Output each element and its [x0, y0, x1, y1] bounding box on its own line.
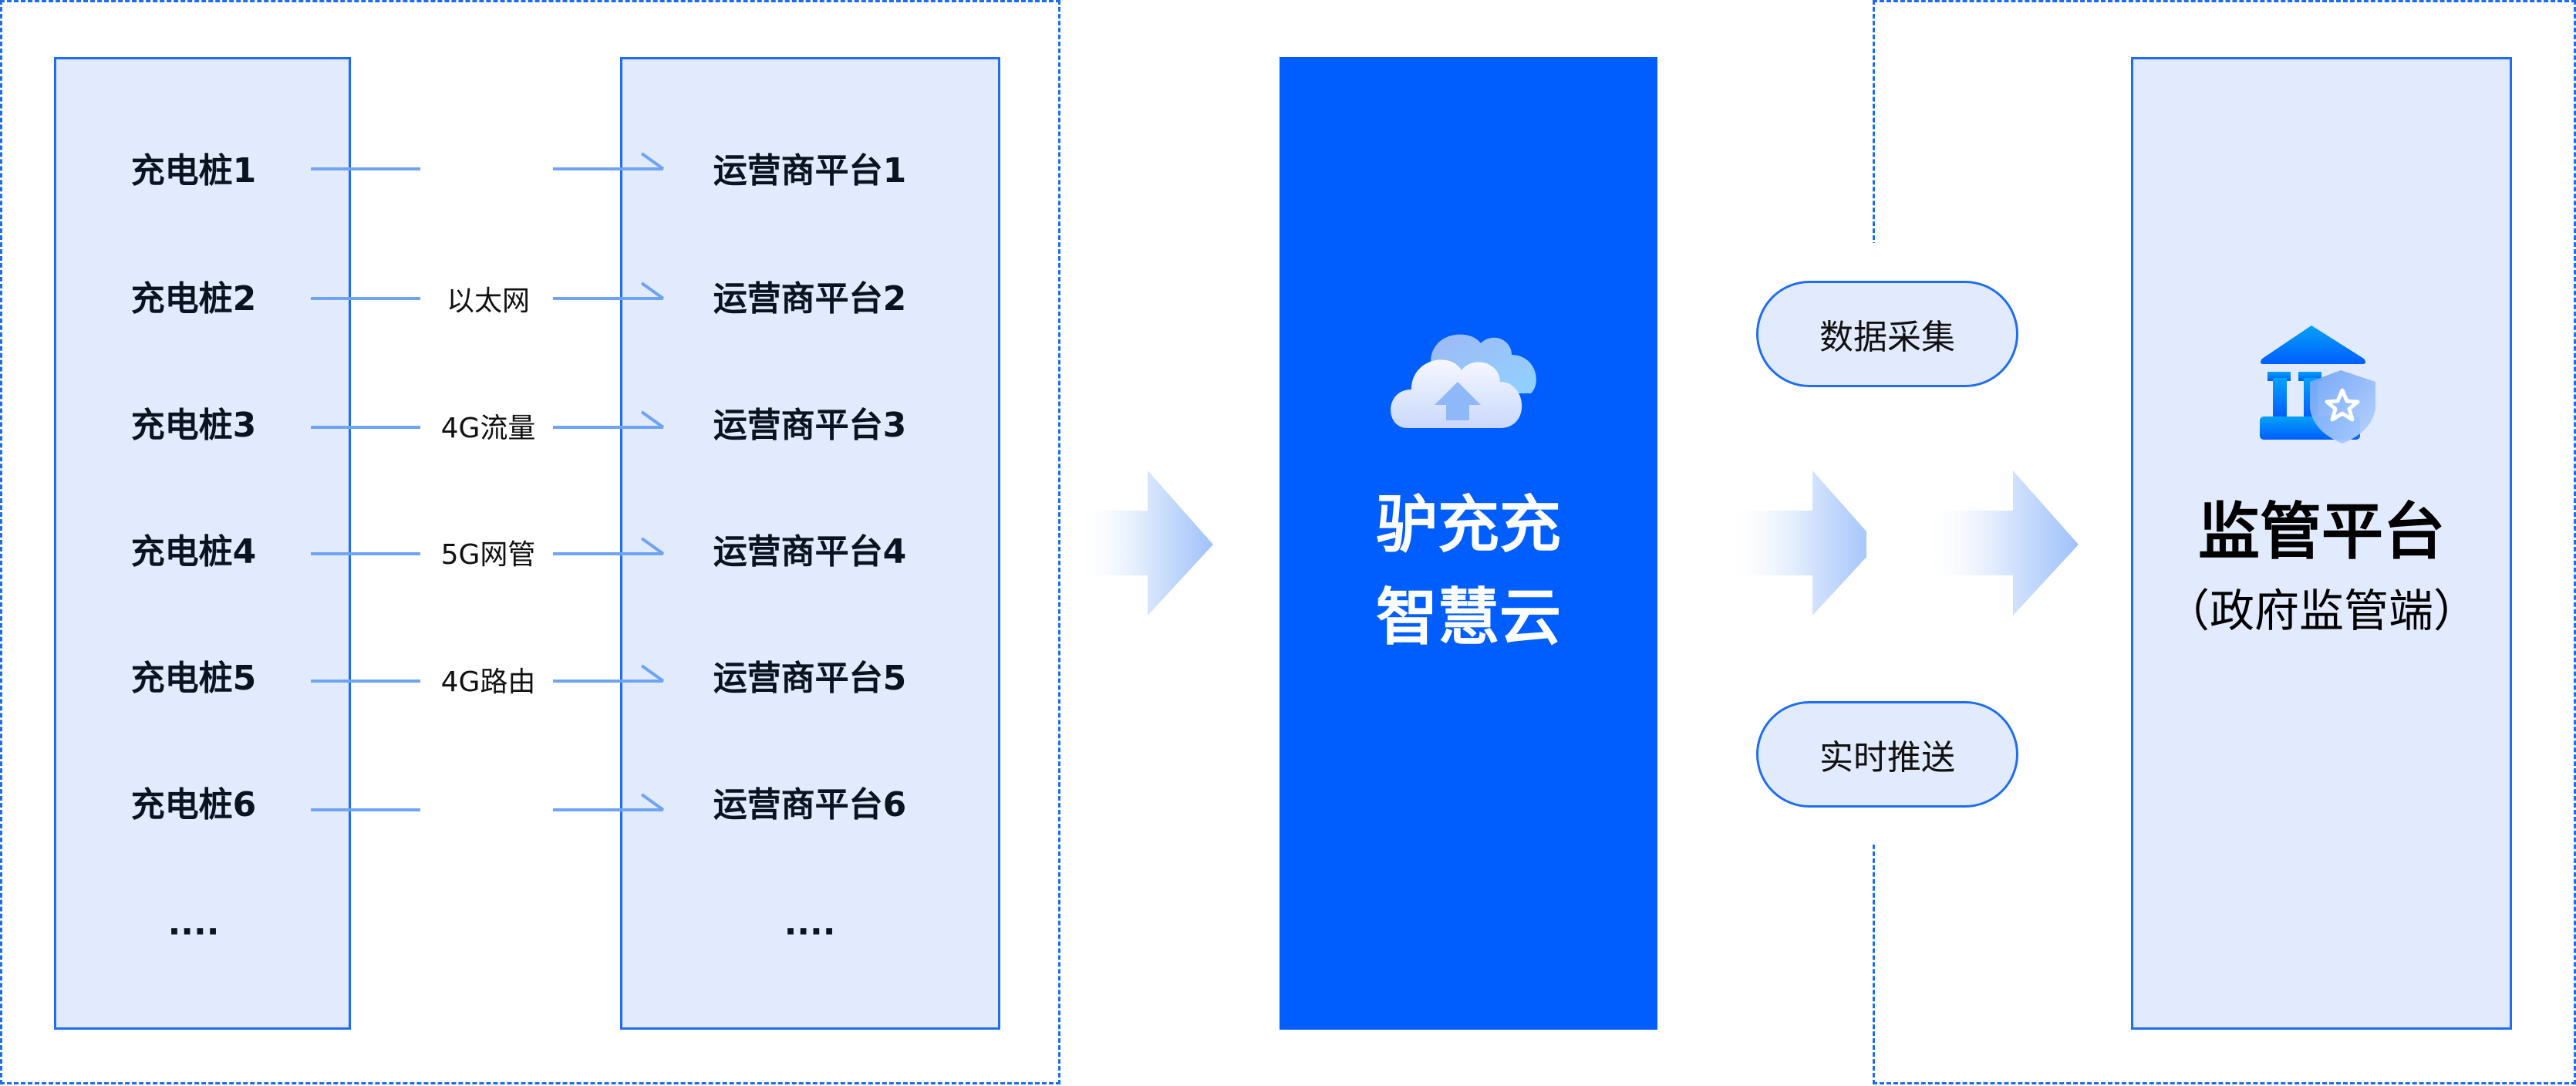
pile-operator-group — [0, 0, 1060, 1084]
connector-1 — [311, 152, 665, 170]
realtime-push-pill: 实时推送 — [1756, 701, 2018, 808]
arrow-right-icon — [1922, 470, 2079, 616]
regulator-platform-title: 监管平台 — [2198, 496, 2445, 568]
operator-platform-more: ···· — [784, 912, 836, 952]
operator-platform-4: 运营商平台4 — [713, 532, 907, 572]
connector-5 — [311, 664, 665, 683]
charging-piles-panel — [54, 57, 351, 1030]
charging-pile-2: 充电桩2 — [130, 279, 257, 319]
arrow-right-icon — [1725, 470, 1878, 616]
operator-platform-6: 运营商平台6 — [713, 785, 907, 825]
connector-2 — [311, 282, 665, 300]
charging-pile-4: 充电桩4 — [130, 532, 257, 572]
connectors — [311, 152, 665, 811]
cloud-upload-icon — [1391, 334, 1536, 428]
charging-pile-6: 充电桩6 — [130, 785, 257, 825]
charging-pile-1: 充电桩1 — [130, 151, 257, 191]
cloud-platform-block — [1280, 57, 1657, 1030]
cloud-platform-title-line1: 驴充充 — [1376, 489, 1561, 561]
connection-label-ethernet: 以太网 — [446, 285, 531, 317]
operator-platform-2: 运营商平台2 — [713, 279, 907, 319]
regulator-platform-subtitle: （政府监管端） — [2164, 585, 2478, 637]
charging-pile-5: 充电桩5 — [130, 659, 257, 698]
operator-platform-5: 运营商平台5 — [713, 659, 907, 698]
charging-pile-3: 充电桩3 — [130, 406, 257, 445]
connector-4 — [311, 537, 665, 555]
connector-3 — [311, 410, 665, 429]
government-building-shield-icon — [2260, 325, 2375, 444]
data-collection-pill: 数据采集 — [1756, 281, 2018, 387]
connection-label-5g-gateway: 5G网管 — [440, 539, 536, 571]
connection-label-4g-data: 4G流量 — [440, 413, 536, 444]
arrow-right-icon — [1076, 470, 1213, 616]
operator-platforms-panel — [620, 57, 1000, 1030]
connector-6 — [311, 793, 665, 811]
operator-platform-3: 运营商平台3 — [713, 406, 907, 445]
charging-pile-more: ···· — [167, 912, 220, 952]
cloud-platform-title-line2: 智慧云 — [1376, 582, 1561, 653]
regulator-platform-panel — [2131, 57, 2512, 1030]
connection-label-4g-router: 4G路由 — [440, 666, 536, 698]
operator-platform-1: 运营商平台1 — [713, 151, 907, 191]
dashed-border-gap — [1866, 243, 1882, 845]
